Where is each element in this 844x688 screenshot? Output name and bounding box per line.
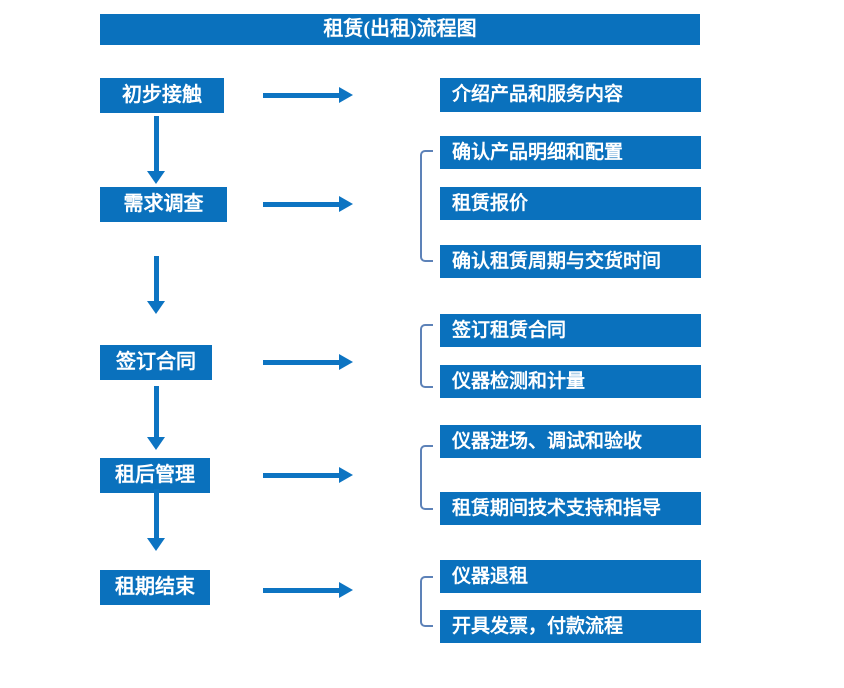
right-arrow-1: [263, 87, 353, 103]
step-box-demand-survey: 需求调查: [100, 187, 227, 222]
detail-box-invoice-payment: 开具发票，付款流程: [440, 610, 701, 643]
right-arrow-2: [263, 196, 353, 212]
right-arrow-4: [263, 467, 353, 483]
right-arrow-shaft: [263, 587, 339, 593]
down-arrow-shaft: [153, 489, 159, 538]
detail-box-sign-rental-contract: 签订租赁合同: [440, 314, 701, 347]
bracket-group-demand-survey: [420, 150, 433, 262]
detail-box-confirm-product-details: 确认产品明细和配置: [440, 136, 701, 169]
step-box-rental-period-end: 租期结束: [100, 570, 210, 605]
step-box-sign-contract: 签订合同: [100, 345, 212, 380]
step-box-initial-contact: 初步接触: [100, 78, 224, 113]
detail-box-instrument-setup: 仪器进场、调试和验收: [440, 425, 701, 458]
down-arrow-head: [147, 437, 165, 450]
down-arrow-3: [147, 386, 165, 450]
bracket-group-rental-end: [420, 576, 433, 627]
down-arrow-shaft: [153, 256, 159, 301]
down-arrow-1: [147, 116, 165, 184]
right-arrow-head: [339, 467, 353, 483]
detail-box-tech-support: 租赁期间技术支持和指导: [440, 492, 701, 525]
down-arrow-head: [147, 538, 165, 551]
down-arrow-4: [147, 489, 165, 551]
down-arrow-shaft: [153, 116, 159, 171]
right-arrow-5: [263, 582, 353, 598]
flowchart-title: 租赁(出租)流程图: [100, 14, 700, 45]
down-arrow-head: [147, 171, 165, 184]
detail-box-confirm-rental-period: 确认租赁周期与交货时间: [440, 245, 701, 278]
step-box-post-rental-management: 租后管理: [100, 458, 210, 493]
right-arrow-3: [263, 354, 353, 370]
detail-box-rental-quote: 租赁报价: [440, 187, 701, 220]
down-arrow-2: [147, 256, 165, 314]
bracket-group-post-rental: [420, 445, 433, 510]
down-arrow-shaft: [153, 386, 159, 437]
right-arrow-head: [339, 582, 353, 598]
bracket-group-sign-contract: [420, 324, 433, 388]
right-arrow-head: [339, 196, 353, 212]
detail-box-introduce-products: 介绍产品和服务内容: [440, 78, 701, 112]
right-arrow-shaft: [263, 201, 339, 207]
down-arrow-head: [147, 301, 165, 314]
right-arrow-head: [339, 87, 353, 103]
right-arrow-head: [339, 354, 353, 370]
right-arrow-shaft: [263, 92, 339, 98]
right-arrow-shaft: [263, 472, 339, 478]
right-arrow-shaft: [263, 359, 339, 365]
detail-box-instrument-testing: 仪器检测和计量: [440, 365, 701, 398]
detail-box-instrument-return: 仪器退租: [440, 560, 701, 593]
